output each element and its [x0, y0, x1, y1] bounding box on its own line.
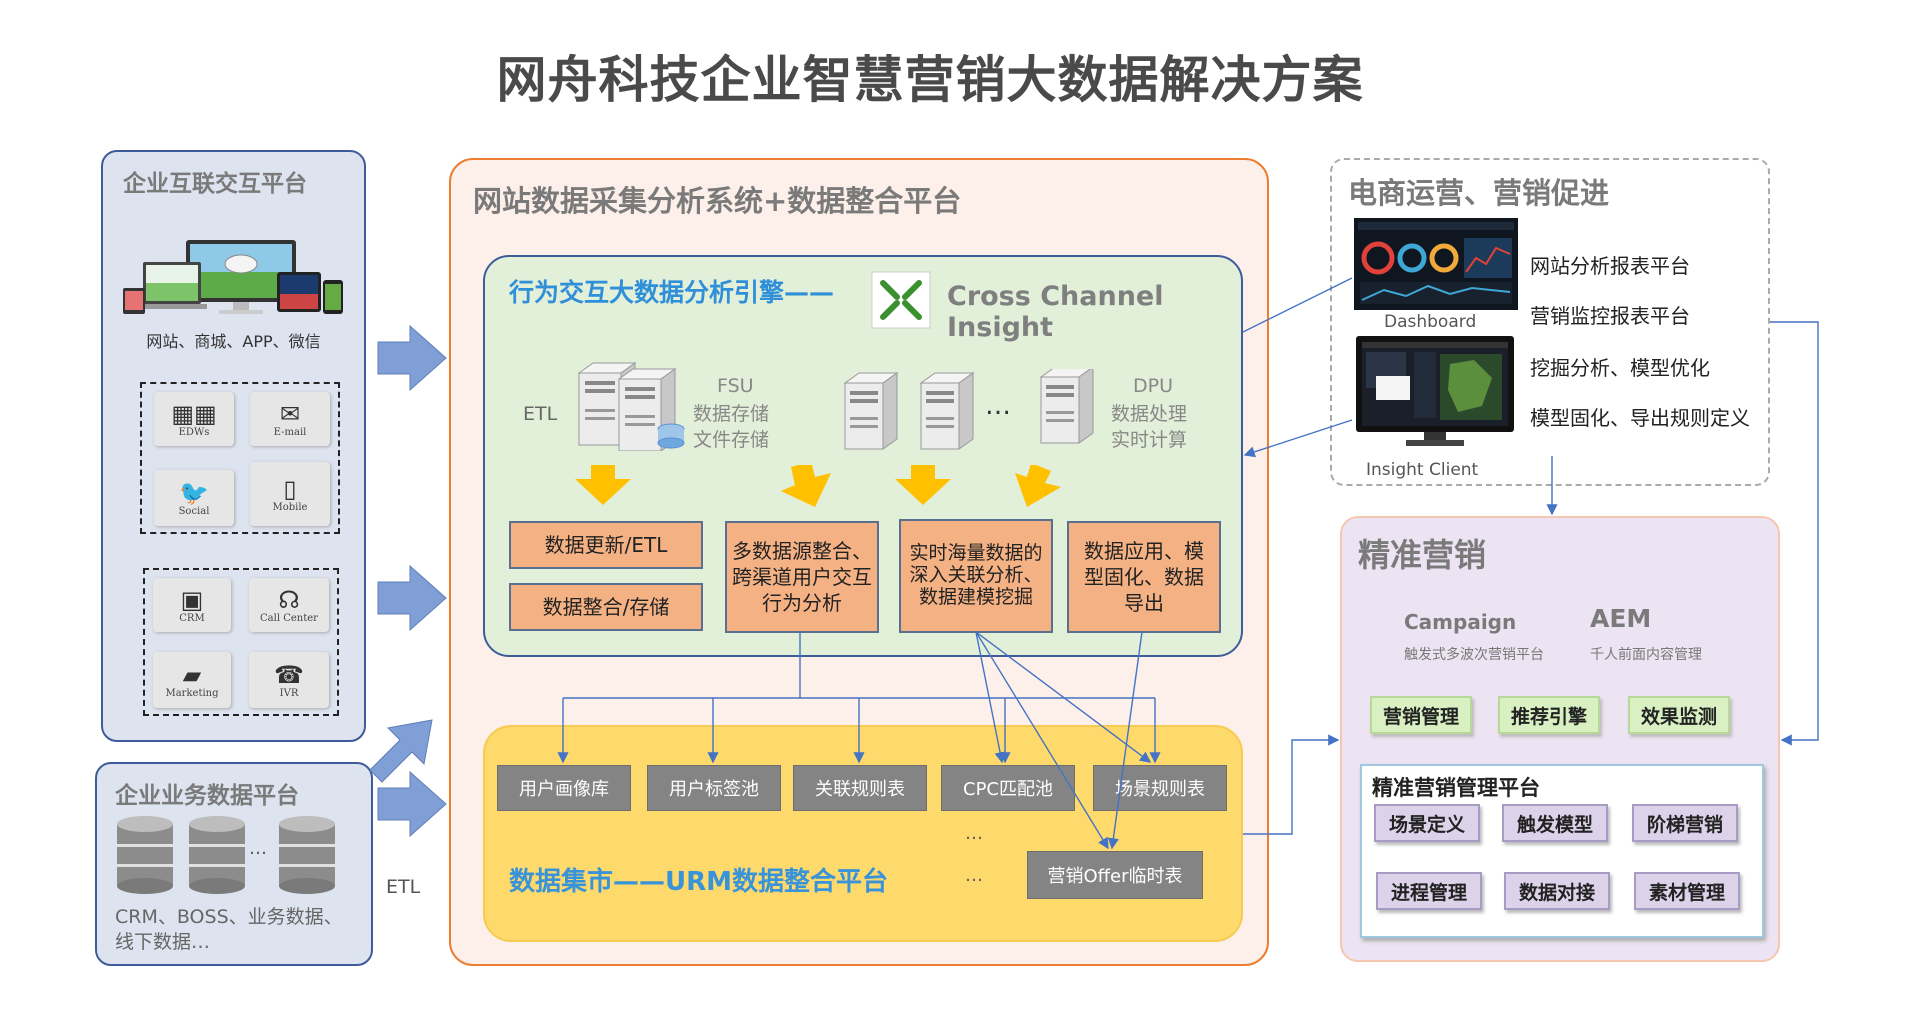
- dpu-title: DPU: [1133, 375, 1173, 397]
- edws-icon: ▦▦EDWs: [154, 392, 234, 446]
- insight-client-label: Insight Client: [1366, 460, 1479, 480]
- dashboard-screenshot: [1354, 218, 1518, 310]
- devices-caption: 网站、商城、APP、微信: [146, 332, 321, 351]
- behavior-analysis-engine: 行为交互大数据分析引擎—— Cross Channel Insight ETL …: [483, 255, 1243, 657]
- association-rule-table: 关联规则表: [793, 765, 927, 811]
- social-bird-icon: 🐦Social: [154, 470, 234, 526]
- crm-icon: ▣CRM: [153, 578, 231, 632]
- marketing-card-icon: ▰Marketing: [153, 652, 231, 708]
- panel-title: 网站数据采集分析系统+数据整合平台: [473, 184, 962, 218]
- user-tag-table: 用户标签池: [647, 765, 781, 811]
- ellipsis: …: [985, 391, 1011, 421]
- business-data-caption-2: 线下数据…: [115, 931, 211, 953]
- dpu-line-1: 数据处理: [1111, 403, 1188, 425]
- dpu-line-2: 实时计算: [1111, 429, 1188, 451]
- flow-arrows-left: [370, 324, 447, 838]
- cross-channel-insight-logo-icon: [871, 271, 931, 329]
- ivr-telephone-icon: ☎IVR: [249, 652, 329, 708]
- report-item-4: 模型固化、导出规则定义: [1530, 406, 1750, 430]
- insight-client-monitor: [1356, 336, 1514, 446]
- precision-marketing-platform: 精准营销管理平台 场景定义 触发模型 阶梯营销 进程管理 数据对接 素材管理: [1360, 764, 1764, 938]
- devices-illustration: [123, 240, 343, 314]
- campaign-title: Campaign: [1404, 610, 1517, 634]
- mobile-phone-icon: ▯Mobile: [250, 462, 330, 526]
- trigger-model-button[interactable]: 触发模型: [1502, 804, 1608, 842]
- multi-source-analysis-box: 多数据源整合、跨渠道用户交互行为分析: [725, 521, 879, 633]
- engine-title: 行为交互大数据分析引擎——: [509, 278, 835, 307]
- aem-subtitle: 千人前面内容管理: [1590, 647, 1702, 663]
- data-connection-button[interactable]: 数据对接: [1504, 872, 1610, 910]
- marketing-management-button[interactable]: 营销管理: [1370, 696, 1472, 734]
- business-data-caption-1: CRM、BOSS、业务数据、: [115, 906, 343, 928]
- data-update-etl-box: 数据更新/ETL: [509, 521, 703, 569]
- fsu-servers-icon: [577, 362, 685, 451]
- precision-marketing-panel: 精准营销 Campaign 触发式多波次营销平台 AEM 千人前面内容管理 营销…: [1340, 516, 1780, 962]
- effect-monitoring-button[interactable]: 效果监测: [1628, 696, 1730, 734]
- campaign-subtitle: 触发式多波次营销平台: [1404, 647, 1544, 663]
- dashboard-label: Dashboard: [1384, 312, 1477, 332]
- etl-label: ETL: [523, 403, 558, 425]
- realtime-mining-box: 实时海量数据的深入关联分析、数据建模挖掘: [899, 519, 1053, 633]
- page-title: 网舟科技企业智慧营销大数据解决方案: [496, 51, 1364, 109]
- cross-channel-insight-brand: Cross Channel Insight: [947, 281, 1164, 343]
- etl-label: ETL: [386, 876, 421, 898]
- asset-management-button[interactable]: 素材管理: [1634, 872, 1740, 910]
- report-item-3: 挖掘分析、模型优化: [1530, 356, 1710, 380]
- report-item-2: 营销监控报表平台: [1530, 304, 1690, 328]
- fsu-line-1: 数据存储: [693, 403, 770, 425]
- data-application-box: 数据应用、模型固化、数据导出: [1067, 521, 1221, 633]
- panel-title: 企业互联交互平台: [123, 171, 307, 197]
- down-arrows: [575, 465, 1061, 507]
- user-profile-table: 用户画像库: [497, 765, 631, 811]
- recommendation-engine-button[interactable]: 推荐引擎: [1498, 696, 1600, 734]
- email-icon: ✉E-mail: [250, 392, 330, 446]
- database-cylinders-icon: [117, 816, 335, 894]
- ellipsis: …: [965, 823, 983, 844]
- channel-icons-group-2: ▣CRM ☊Call Center ▰Marketing ☎IVR: [143, 568, 339, 716]
- aem-title: AEM: [1590, 604, 1652, 633]
- platform-title: 精准营销管理平台: [1372, 776, 1540, 800]
- urm-data-mart: 用户画像库 用户标签池 关联规则表 CPC匹配池 场景规则表 … … 营销Off…: [483, 725, 1243, 942]
- call-center-headset-icon: ☊Call Center: [249, 578, 329, 632]
- fsu-line-2: 文件存储: [693, 429, 770, 451]
- ellipsis: …: [965, 865, 983, 886]
- fsu-title: FSU: [717, 375, 754, 397]
- report-item-1: 网站分析报表平台: [1530, 254, 1690, 278]
- panel-title: 精准营销: [1358, 536, 1487, 574]
- panel-title: 电商运营、营销促进: [1348, 176, 1610, 210]
- urm-title: 数据集市——URM数据整合平台: [509, 867, 889, 897]
- ecommerce-operations-panel: 电商运营、营销促进 Dashboard Insight Client 网站分析报…: [1330, 158, 1770, 486]
- data-integration-storage-box: 数据整合/存储: [509, 583, 703, 631]
- channel-icons-group-1: ▦▦EDWs ✉E-mail 🐦Social ▯Mobile: [140, 382, 340, 534]
- tiered-marketing-button[interactable]: 阶梯营销: [1632, 804, 1738, 842]
- enterprise-interaction-panel: 企业互联交互平台 网站、商城、APP、微信 ▦▦EDWs ✉E-mail 🐦So…: [101, 150, 366, 742]
- enterprise-business-data-panel: 企业业务数据平台 … CRM、BOSS、业务数据、 线下数据…: [95, 762, 373, 966]
- scene-definition-button[interactable]: 场景定义: [1374, 804, 1480, 842]
- cpc-match-table: CPC匹配池: [941, 765, 1075, 811]
- process-management-button[interactable]: 进程管理: [1376, 872, 1482, 910]
- marketing-offer-table: 营销Offer临时表: [1027, 851, 1203, 899]
- scene-rule-table: 场景规则表: [1093, 765, 1227, 811]
- panel-title: 企业业务数据平台: [115, 783, 299, 809]
- ellipsis: …: [249, 838, 267, 859]
